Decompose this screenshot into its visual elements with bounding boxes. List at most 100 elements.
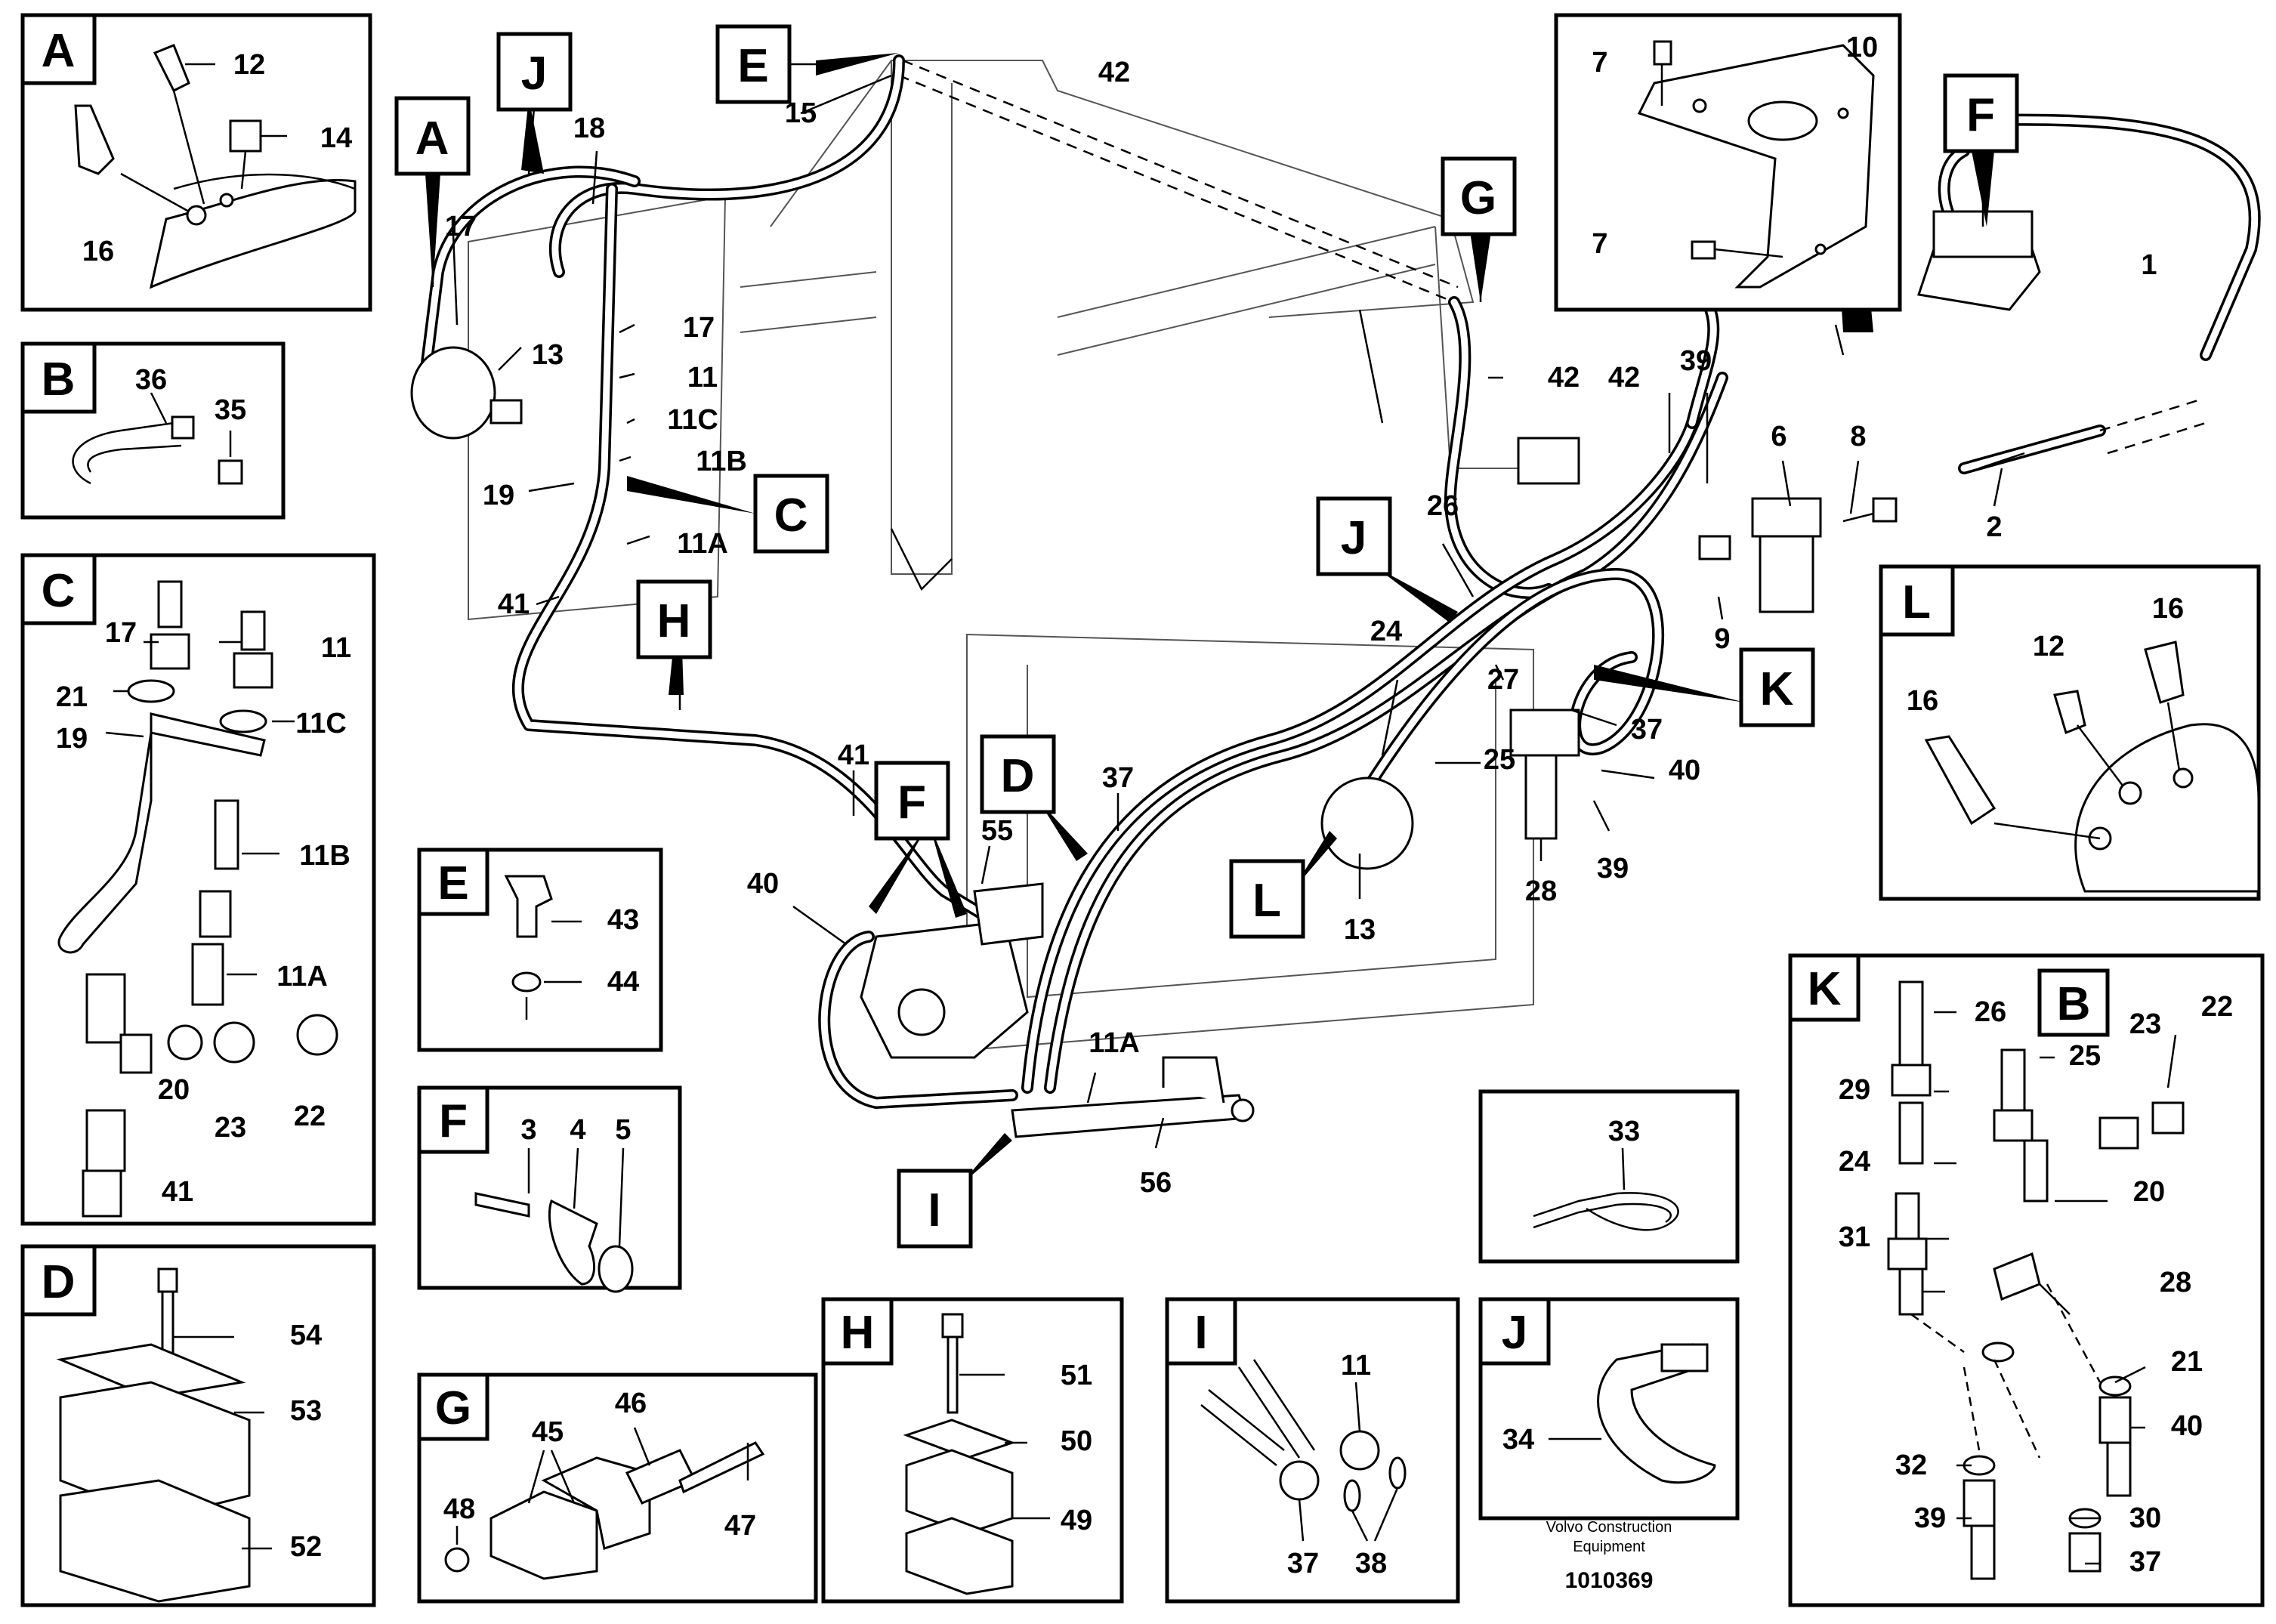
- panel-E-43: 43: [607, 904, 639, 936]
- label-15: 15: [785, 97, 817, 129]
- panel-L-16-left: 16: [1907, 685, 1938, 717]
- panel-K-23: 23: [2129, 1008, 2161, 1040]
- panel-C-41: 41: [162, 1176, 193, 1208]
- label-10: 10: [1846, 32, 1878, 63]
- main-callout-boxes: A J E G F C H F D J K L I: [394, 24, 2019, 1249]
- label-17-mid: 17: [683, 312, 715, 344]
- panel-D-53: 53: [290, 1395, 322, 1427]
- panel-G-46: 46: [615, 1388, 647, 1419]
- panel-C-23: 23: [215, 1112, 246, 1144]
- panel-L-letter: L: [1902, 576, 1931, 628]
- panel-K-26: 26: [1975, 996, 2006, 1028]
- component-shapes: [410, 210, 2207, 1138]
- panel-C-22: 22: [294, 1101, 326, 1132]
- panel-J-letter: J: [1502, 1307, 1527, 1359]
- callout-F-main: F: [897, 776, 926, 829]
- fitting-28: [1524, 754, 1558, 840]
- maker-line-2: Equipment: [1573, 1539, 1645, 1555]
- panel-A-14: 14: [320, 122, 352, 154]
- label-40-right: 40: [1669, 755, 1700, 786]
- panel-C-11A: 11A: [276, 961, 328, 993]
- callout-F: F: [1966, 89, 1995, 141]
- panel-I: I 11 37 38: [1165, 1297, 1460, 1604]
- panel-K-40: 40: [2171, 1410, 2203, 1442]
- panel-H-49: 49: [1061, 1505, 1092, 1536]
- label-7-bottom: 7: [1592, 228, 1607, 260]
- panel-H-51: 51: [1061, 1360, 1092, 1391]
- panel-D-letter: D: [42, 1256, 76, 1308]
- part-numbers-main: 18 15 42 17 13 17 11 11C 11B 19 11A 41 4…: [445, 32, 2157, 1199]
- panel-I-11: 11: [1341, 1350, 1371, 1382]
- label-39-right: 39: [1597, 853, 1629, 885]
- panel-J-34: 34: [1502, 1424, 1534, 1456]
- panel-F-3: 3: [520, 1114, 536, 1146]
- label-11A-lower: 11A: [1089, 1027, 1140, 1059]
- panel-K-30: 30: [2129, 1502, 2161, 1534]
- label-40-left: 40: [747, 868, 779, 900]
- panel-C-20: 20: [158, 1074, 190, 1106]
- inset-bracket: [1554, 13, 1902, 312]
- panel-K-32: 32: [1895, 1450, 1927, 1481]
- label-11B: 11B: [696, 446, 747, 477]
- panel-33-label: 33: [1608, 1116, 1640, 1147]
- label-27: 27: [1487, 664, 1519, 696]
- panel-B-letter: B: [42, 354, 76, 406]
- panel-C-11: 11: [321, 632, 351, 664]
- leader-lines: [452, 74, 2003, 1149]
- panel-A: A 12 14 16: [20, 13, 372, 312]
- panel-A-letter: A: [42, 25, 76, 77]
- tube-56: [1011, 1094, 1249, 1138]
- label-8: 8: [1850, 421, 1866, 452]
- panel-H-50: 50: [1061, 1425, 1092, 1457]
- panel-A-12: 12: [233, 49, 265, 81]
- panel-C-21: 21: [56, 681, 88, 713]
- label-56: 56: [1140, 1167, 1172, 1199]
- panel-H: H 51 50 49: [821, 1297, 1124, 1604]
- panel-D-52: 52: [290, 1531, 322, 1563]
- callout-I: I: [928, 1184, 940, 1237]
- callout-D: D: [1001, 750, 1035, 802]
- label-28: 28: [1525, 875, 1557, 907]
- panel-I-38: 38: [1355, 1548, 1387, 1579]
- label-17-left: 17: [445, 211, 477, 242]
- label-24: 24: [1370, 616, 1402, 647]
- panel-A-16: 16: [82, 236, 114, 267]
- label-42-right: 42: [1548, 362, 1580, 394]
- label-41-left: 41: [498, 588, 530, 620]
- panel-L-16-top: 16: [2152, 593, 2184, 625]
- panel-K-22: 22: [2201, 991, 2233, 1023]
- drawing-footer: Volvo Construction Equipment 1010369: [1546, 1519, 1672, 1593]
- label-9: 9: [1714, 623, 1730, 655]
- panel-B: B 36 35: [20, 341, 286, 520]
- panel-K-20: 20: [2133, 1176, 2165, 1208]
- label-25: 25: [1484, 744, 1515, 776]
- panel-F-5: 5: [615, 1114, 631, 1146]
- panel-G-45: 45: [532, 1416, 564, 1448]
- panel-G-47: 47: [724, 1510, 756, 1542]
- panel-L: L 16 12 16: [1879, 564, 2261, 901]
- panel-J: J 34: [1478, 1297, 1740, 1521]
- panel-L-12: 12: [2033, 631, 2064, 662]
- panel-K-31: 31: [1839, 1221, 1870, 1253]
- panel-G-letter: G: [435, 1382, 471, 1434]
- panel-H-letter: H: [841, 1307, 875, 1359]
- panel-C: C 17 11 21 11C 19 11B 11A 20 23 22 41: [20, 553, 376, 1226]
- label-18: 18: [573, 113, 605, 144]
- bracket-27: [1509, 709, 1580, 757]
- callout-H: H: [657, 595, 691, 647]
- label-42-mid: 42: [1608, 362, 1640, 394]
- callout-E: E: [737, 40, 768, 92]
- label-2: 2: [1986, 511, 2002, 543]
- accumulator-13-left: [410, 346, 496, 440]
- panel-E-44: 44: [607, 966, 639, 998]
- panel-C-19: 19: [56, 723, 88, 755]
- label-13-left: 13: [532, 339, 564, 371]
- panel-C-17: 17: [105, 617, 137, 649]
- panel-K-25: 25: [2069, 1040, 2101, 1072]
- callout-J-right: J: [1341, 512, 1367, 564]
- panel-B-36: 36: [135, 364, 167, 396]
- panel-I-37: 37: [1287, 1548, 1319, 1579]
- label-11C: 11C: [667, 404, 718, 436]
